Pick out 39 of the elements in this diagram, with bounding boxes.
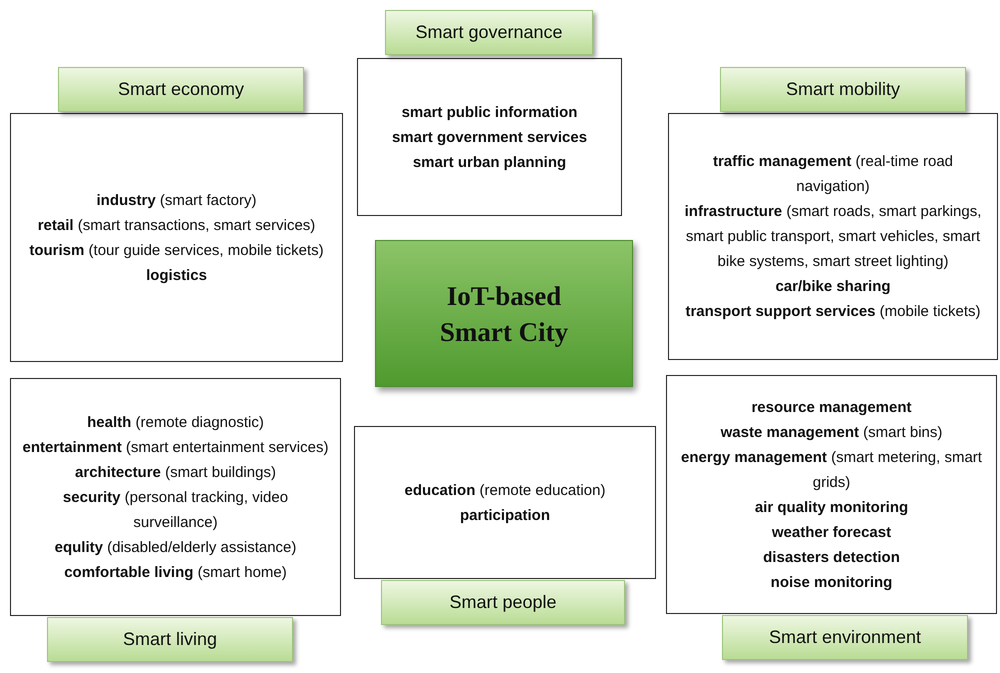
list-item: security (personal tracking, video surveillance) (62, 488, 290, 532)
list-item: smart public information (402, 102, 578, 122)
list-item: noise monitoring (770, 572, 892, 592)
list-item: waste management (smart bins) (720, 422, 942, 442)
category-tab: Smart people (381, 580, 625, 625)
category-tab: Smart economy (58, 67, 304, 112)
list-item: comfortable living (smart home) (64, 562, 287, 582)
list-item: smart government services (392, 128, 588, 148)
category-tab: Smart environment (722, 615, 968, 660)
category-tab: Smart living (47, 617, 293, 662)
list-item: weather forecast (772, 522, 892, 542)
category-tab: Smart governance (385, 10, 593, 55)
text-panel (357, 58, 622, 216)
list-item: smart urban planning (412, 152, 566, 172)
list-item: logistics (146, 266, 207, 286)
list-item: traffic management (real-time road navigation) (712, 152, 954, 197)
text-panel (10, 378, 341, 616)
text-panel (668, 113, 998, 360)
list-item: education (remote education) (404, 480, 606, 500)
list-item: participation (460, 506, 550, 526)
list-item: retail (smart transactions, smart services) (38, 216, 316, 236)
list-item: equlity (disabled/elderly assistance) (54, 538, 296, 558)
list-item: architecture (smart buildings) (75, 462, 276, 482)
list-item: industry (smart factory) (96, 190, 257, 210)
text-panel (354, 426, 656, 579)
list-item: air quality monitoring (754, 498, 908, 518)
list-item: infrastructure (smart roads, smart parkings, smart public transport, smart vehicles, smart bike systems, smart street lighting) (684, 202, 982, 272)
list-item: energy management (smart metering, smart grids) (680, 448, 983, 492)
text-panel (666, 375, 997, 614)
list-item: tourism (tour guide services, mobile tickets) (29, 240, 324, 260)
central-box: IoT-based Smart City (375, 240, 633, 387)
list-item: disasters detection (763, 548, 900, 568)
list-item: transport support services (mobile tickets) (685, 302, 981, 322)
list-item: car/bike sharing (775, 277, 891, 297)
category-tab: Smart mobility (720, 67, 966, 112)
list-item: health (remote diagnostic) (87, 412, 264, 432)
text-panel (10, 113, 343, 362)
list-item: resource management (751, 398, 912, 418)
list-item: entertainment (smart entertainment services) (22, 438, 328, 458)
